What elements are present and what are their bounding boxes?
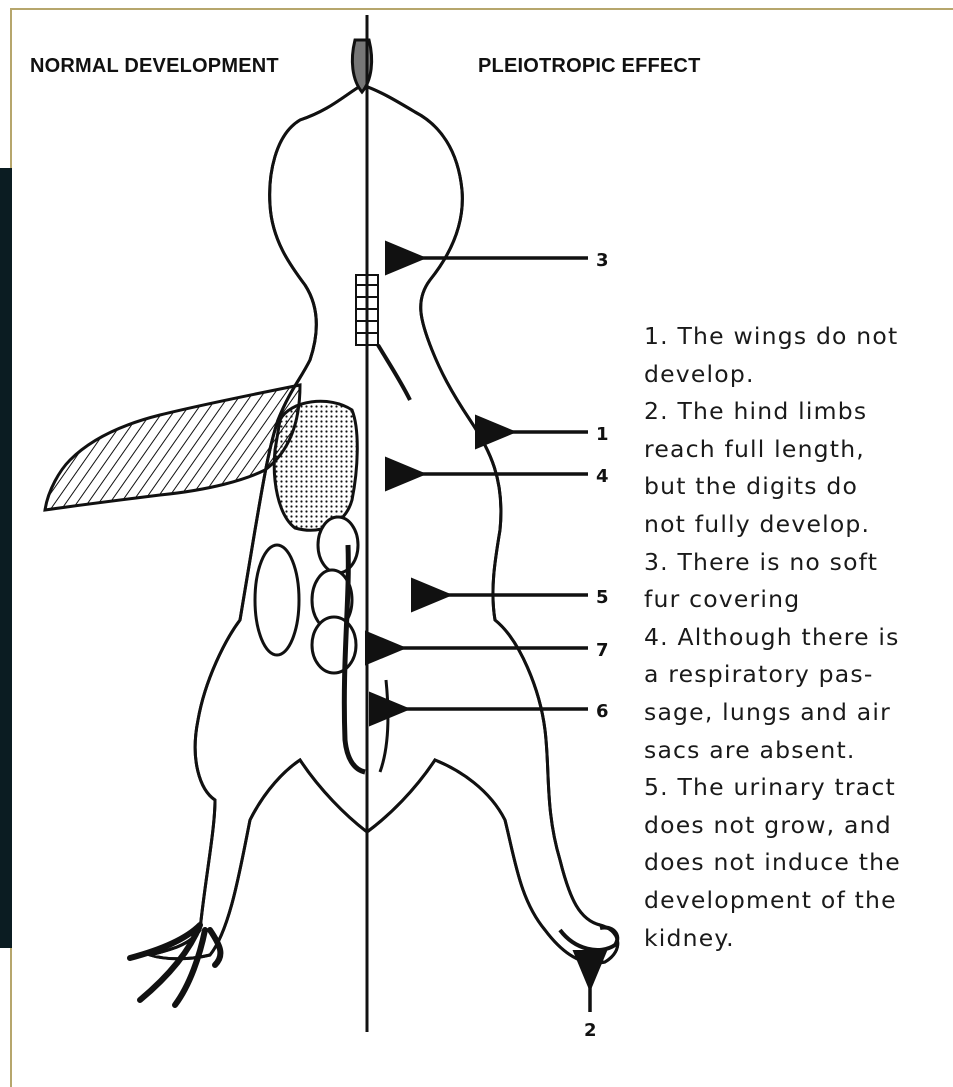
beak-shape: [352, 40, 371, 92]
lung-shape: [274, 401, 357, 530]
callout-7-label: 7: [596, 640, 609, 661]
callout-1-label: 1: [596, 424, 609, 445]
callout-2-label: 2: [584, 1020, 597, 1041]
legend-text: 1. The wings do not develop. 2. The hind…: [644, 318, 944, 957]
right-foot-digits: [560, 927, 617, 950]
left-foot-toes: [130, 925, 220, 1005]
legend-item-1: 1. The wings do not develop.: [644, 318, 944, 393]
callout-5-label: 5: [596, 587, 609, 608]
normal-half: [45, 85, 618, 1005]
callout-6-label: 6: [596, 701, 609, 722]
legend-item-4: 4. Although there is a respiratory pas- …: [644, 619, 944, 769]
callout-3-label: 3: [596, 250, 609, 271]
kidney-lower: [312, 617, 356, 673]
kidney-upper: [318, 517, 358, 573]
legend-item-5: 5. The urinary tract does not grow, and …: [644, 769, 944, 957]
callout-4-label: 4: [596, 466, 609, 487]
legend-item-3: 3. There is no soft fur covering: [644, 544, 944, 619]
reduced-urinary-tract: [380, 680, 388, 772]
chick-body: [150, 85, 618, 963]
kidney-outer: [255, 545, 299, 655]
bronchus-stub: [378, 345, 410, 400]
affected-half: [150, 85, 618, 963]
legend-item-2: 2. The hind limbs reach full length, but…: [644, 393, 944, 543]
